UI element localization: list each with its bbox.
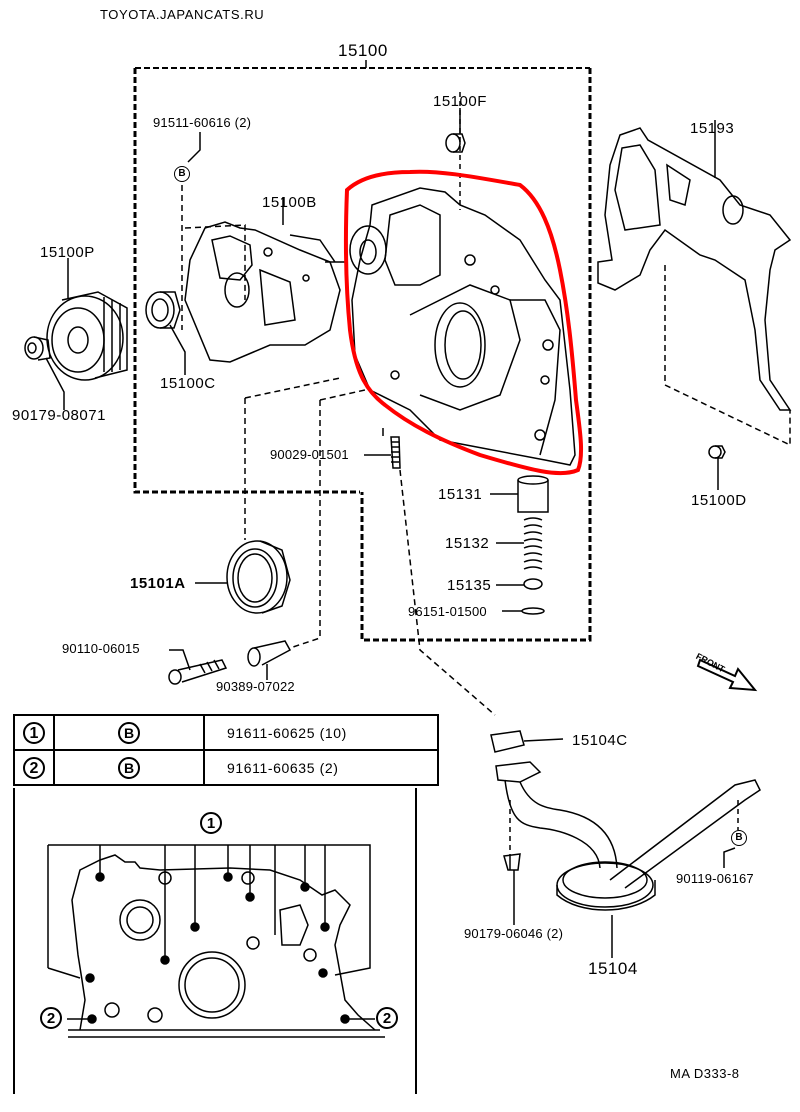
oil-seal-15101A-drawing — [195, 540, 291, 614]
seal-15100C-drawing — [145, 291, 186, 375]
label-90110-06015[interactable]: 90110-06015 — [62, 641, 140, 656]
label-90029-01501[interactable]: 90029-01501 — [270, 447, 349, 462]
legend-marker-cell: B — [53, 714, 205, 751]
label-15101A[interactable]: 15101A — [130, 575, 186, 592]
label-90389-07022[interactable]: 90389-07022 — [216, 679, 295, 694]
legend-row: 1 B 91611-60625 (10) — [13, 714, 439, 751]
red-highlight-outline — [344, 169, 584, 476]
label-15100[interactable]: 15100 — [338, 41, 388, 60]
gasket-15193-drawing — [597, 120, 792, 447]
circled-number-1-icon: 1 — [23, 721, 45, 744]
label-96151-01500[interactable]: 96151-01500 — [408, 604, 487, 619]
bolt-b-marker-icon: B — [174, 166, 190, 182]
pin-15100D-drawing — [708, 445, 726, 490]
site-watermark: TOYOTA.JAPANCATS.RU — [100, 7, 265, 22]
label-15104[interactable]: 15104 — [588, 959, 638, 978]
bolt-b-marker-icon: B — [731, 830, 747, 846]
bolt-b-marker-icon: B — [118, 756, 140, 779]
bolt-90110-06015-drawing — [168, 649, 228, 685]
label-15100D[interactable]: 15100D — [691, 492, 747, 509]
pulley-15100P-drawing — [46, 258, 128, 381]
label-90119-06167[interactable]: 90119-06167 — [676, 871, 754, 886]
dowel-90389-07022-drawing — [247, 640, 292, 680]
relief-valve-drawing — [490, 475, 549, 615]
inset-callout-2-right-icon: 2 — [376, 1007, 398, 1029]
label-15100B[interactable]: 15100B — [262, 194, 317, 211]
label-15100P[interactable]: 15100P — [40, 244, 95, 261]
legend-marker-cell: B — [53, 749, 205, 786]
plug-15100F-drawing — [445, 108, 466, 153]
inset-callout-1-icon: 1 — [200, 812, 222, 834]
label-90179-08071[interactable]: 90179-08071 — [12, 407, 106, 424]
bolt-legend-table: 1 B 91611-60625 (10) 2 B 91611-60635 (2) — [13, 714, 439, 786]
bolt-b-marker-icon: B — [118, 721, 140, 744]
pump-body-15100B-drawing — [184, 197, 345, 363]
legend-part-number[interactable]: 91611-60635 (2) — [203, 749, 439, 786]
label-15193[interactable]: 15193 — [690, 120, 735, 137]
stud-90029-01501-drawing — [364, 436, 401, 469]
inset-callout-2-left-icon: 2 — [40, 1007, 62, 1029]
label-15104C[interactable]: 15104C — [572, 732, 628, 749]
front-arrow-icon — [696, 658, 758, 692]
bolt-location-inset — [13, 788, 417, 1094]
legend-index-cell: 1 — [13, 714, 55, 751]
nut-90179-08071-drawing — [24, 336, 65, 410]
label-15100F[interactable]: 15100F — [433, 93, 487, 110]
label-15135[interactable]: 15135 — [447, 577, 492, 594]
circled-number-2-icon: 2 — [23, 756, 45, 779]
label-15100C[interactable]: 15100C — [160, 375, 216, 392]
label-15132[interactable]: 15132 — [445, 535, 490, 552]
label-15131[interactable]: 15131 — [438, 486, 483, 503]
assembly-15100-bracket — [133, 60, 592, 642]
timing-cover-15100-drawing — [349, 92, 576, 466]
legend-part-number[interactable]: 91611-60625 (10) — [203, 714, 439, 751]
label-91511-60616[interactable]: 91511-60616 (2) — [153, 115, 252, 130]
oil-strainer-15104-drawing — [490, 730, 761, 958]
legend-index-cell: 2 — [13, 749, 55, 786]
label-90179-06046[interactable]: 90179-06046 (2) — [464, 926, 564, 941]
diagram-code: MA D333-8 — [670, 1066, 740, 1081]
legend-row: 2 B 91611-60635 (2) — [13, 749, 439, 786]
inset-cover-drawing — [47, 844, 385, 1038]
